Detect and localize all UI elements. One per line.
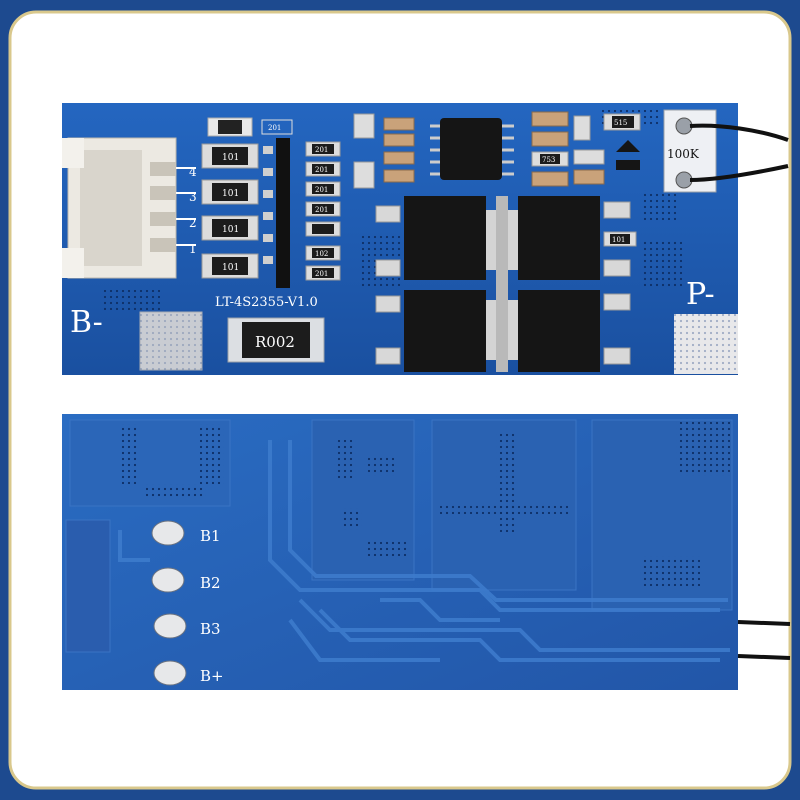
cell-tap-pad [151, 520, 187, 686]
smd-resistor [201, 215, 259, 241]
smd-code: 101 [222, 189, 239, 199]
smd-code: 201 [315, 206, 328, 214]
smd-code: 101 [222, 225, 239, 235]
smd-code: 515 [614, 119, 627, 127]
mosfet-array [375, 196, 631, 372]
output-wire [737, 620, 791, 626]
pad-label-b2: B2 [200, 574, 221, 592]
thermistor-wire [689, 164, 789, 182]
pin-header [276, 138, 290, 288]
pad-label-b3: B3 [200, 620, 221, 638]
smd-code: 201 [315, 186, 328, 194]
pad-label-b1: B1 [200, 527, 221, 545]
thermistor-wire [689, 123, 789, 142]
smd-code: 102 [315, 250, 328, 258]
smd-resistor-small [305, 141, 341, 281]
pin-label: 2 [189, 216, 197, 230]
smd-resistor [201, 143, 259, 169]
shunt-resistor [227, 317, 325, 363]
pad-label-bplus: B+ [200, 667, 224, 685]
top-pcb: 4 3 2 1 B- R002 LT-4S2355-V1.0 101 101 [62, 103, 738, 375]
smd-code: 201 [315, 270, 328, 278]
smd-code: 753 [542, 156, 555, 164]
protection-ic [430, 118, 514, 180]
p-minus-label: P- [686, 277, 715, 312]
smd-resistor [201, 179, 259, 205]
smd-code: 101 [222, 263, 239, 273]
smd-code: 201 [315, 166, 328, 174]
smd-code: 201 [315, 146, 328, 154]
b-minus-label: B- [70, 305, 103, 340]
bottom-pcb: B1 B2 B3 B+ [62, 414, 738, 690]
smd-code: 201 [268, 124, 281, 132]
output-wire [737, 654, 791, 660]
shunt-resistor-label: R002 [255, 333, 295, 351]
balance-connector [62, 137, 196, 279]
smd-resistor [201, 253, 259, 279]
model-label: LT-4S2355-V1.0 [215, 295, 318, 310]
smd-code: 101 [222, 153, 239, 163]
pin-label: 4 [189, 165, 197, 179]
smd-code: 101 [612, 236, 625, 244]
pin-label: 3 [189, 190, 197, 204]
pin-label: 1 [189, 242, 197, 256]
thermistor-label: 100K [667, 147, 700, 161]
